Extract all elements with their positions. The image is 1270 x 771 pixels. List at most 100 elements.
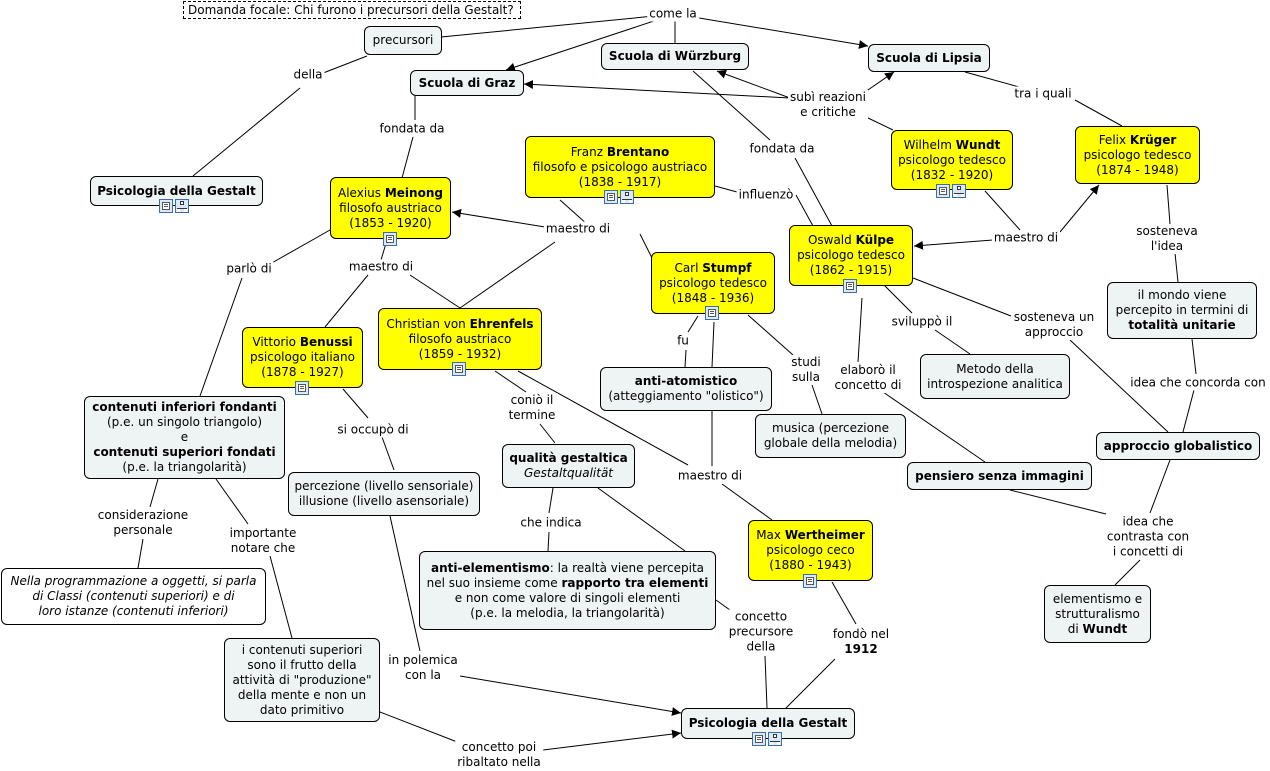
kulpe-surname: Külpe — [855, 233, 895, 247]
concept-map-icon[interactable] — [620, 190, 634, 204]
elementismo-line2: strutturalismo — [1055, 606, 1140, 621]
node-musica[interactable]: musica (percezione globale della melodia… — [755, 414, 906, 458]
antielem-bold1: anti-elementismo — [430, 560, 550, 575]
brentano-dates: (1838 - 1917) — [578, 174, 662, 189]
node-anti-atomistico[interactable]: anti-atomistico (atteggiamento "olistico… — [600, 367, 772, 411]
label-maestro-di-meinong: maestro di — [346, 259, 416, 275]
label-considerazione-personale: considerazione personale — [95, 508, 191, 538]
brentano-surname: Brentano — [606, 144, 670, 159]
label-fu: fu — [675, 333, 691, 349]
node-precursori-label: precursori — [372, 33, 434, 47]
document-icon[interactable] — [452, 362, 466, 376]
kruger-surname: Krüger — [1129, 132, 1177, 147]
label-importante-line2: notare che — [230, 541, 296, 555]
node-contenuti[interactable]: contenuti inferiori fondanti (p.e. un si… — [84, 396, 285, 479]
node-programmazione[interactable]: Nella programmazione a oggetti, si parla… — [1, 568, 266, 625]
elementismo-wundt: Wundt — [1082, 621, 1128, 636]
label-fondata-da-wurzburg: fondata da — [747, 141, 817, 157]
brentano-role: filosofo e psicologo austriaco — [532, 159, 708, 174]
label-che-indica: che indica — [518, 515, 584, 531]
kruger-role: psicologo tedesco — [1083, 147, 1192, 162]
node-anti-elementismo[interactable]: anti-elementismo: la realtà viene percep… — [419, 551, 716, 630]
document-icon[interactable] — [843, 279, 857, 293]
node-approccio-globalistico[interactable]: approccio globalistico — [1096, 432, 1260, 460]
pensiero-label: pensiero senza immagini — [915, 468, 1084, 483]
label-ribaltato-line1: concetto poi — [461, 740, 537, 754]
node-ehrenfels[interactable]: Christian von Ehrenfels filosofo austria… — [378, 308, 542, 370]
label-conio-line2: termine — [508, 408, 556, 422]
gestalt-top-icons — [159, 199, 189, 213]
document-icon[interactable] — [383, 232, 397, 246]
percezione-line1: percezione (livello sensoriale) — [294, 479, 474, 493]
node-metodo[interactable]: Metodo della introspezione analitica — [920, 354, 1070, 399]
node-precursori[interactable]: precursori — [364, 26, 442, 55]
document-icon[interactable] — [604, 190, 618, 204]
superiori-line4: della mente e non un — [237, 687, 367, 702]
antielem-line1: anti-elementismo: la realtà viene percep… — [431, 561, 704, 576]
node-qualita-gestaltica[interactable]: qualità gestaltica Gestaltqualität — [502, 444, 635, 488]
node-mondo-percepito[interactable]: il mondo viene percepito in termini di t… — [1107, 282, 1257, 339]
node-kulpe[interactable]: Oswald Külpe psicologo tedesco (1862 - 1… — [789, 225, 913, 286]
superiori-line3: attività di "produzione" — [232, 672, 372, 687]
label-parlo-di: parlò di — [224, 261, 274, 277]
node-benussi-name: Vittorio Benussi — [252, 335, 352, 350]
label-polemica-line1: in polemica — [388, 653, 458, 667]
label-fondo-nel: fondò nel 1912 — [830, 627, 892, 657]
contenuti-line3: e — [180, 430, 189, 444]
antiatom-line1: anti-atomistico — [634, 374, 738, 388]
node-scuola-graz[interactable]: Scuola di Graz — [410, 70, 524, 96]
concept-map-icon[interactable] — [952, 184, 966, 198]
document-icon[interactable] — [803, 574, 817, 588]
node-percezione[interactable]: percezione (livello sensoriale) illusion… — [288, 472, 480, 516]
label-fondo-line1: fondò nel — [832, 627, 890, 641]
wertheimer-icons — [803, 574, 817, 588]
meinong-surname: Meinong — [384, 185, 443, 200]
contenuti-line2: (p.e. un singolo triangolo) — [106, 415, 263, 429]
label-considerazione-line2: personale — [113, 523, 173, 537]
ehrenfels-dates: (1859 - 1932) — [418, 346, 502, 361]
node-wertheimer-name: Max Wertheimer — [756, 528, 865, 543]
contenuti-line4: contenuti superiori fondati — [93, 445, 276, 459]
node-benussi[interactable]: Vittorio Benussi psicologo italiano (187… — [242, 327, 363, 388]
brentano-first-name: Franz — [570, 144, 607, 159]
concept-map-icon[interactable] — [768, 732, 782, 746]
label-elaboro-line1: elaborò il — [840, 363, 896, 377]
node-meinong[interactable]: Alexius Meinong filosofo austriaco (1853… — [330, 177, 451, 239]
node-wertheimer[interactable]: Max Wertheimer psicologo ceco (1880 - 19… — [748, 520, 873, 581]
node-scuola-lipsia[interactable]: Scuola di Lipsia — [868, 44, 990, 72]
node-scuola-wurzburg[interactable]: Scuola di Würzburg — [601, 43, 749, 70]
document-icon[interactable] — [295, 381, 309, 395]
document-icon[interactable] — [159, 199, 173, 213]
label-studi-line1: studi — [791, 355, 821, 369]
node-pensiero-senza-immagini[interactable]: pensiero senza immagini — [907, 462, 1092, 490]
document-icon[interactable] — [752, 732, 766, 746]
node-kruger[interactable]: Felix Krüger psicologo tedesco (1874 - 1… — [1075, 126, 1200, 184]
superiori-line1: i contenuti superiori — [241, 642, 363, 657]
label-elaboro: elaborò il concetto di — [832, 363, 904, 393]
contenuti-line5: (p.e. la triangolarità) — [122, 460, 247, 474]
antielem-line4: (p.e. la melodia, la triangolarità) — [470, 605, 665, 620]
antielem-text1: : la realtà viene percepita — [549, 560, 705, 575]
wundt-icons — [936, 184, 966, 198]
wundt-dates: (1832 - 1920) — [910, 167, 994, 182]
concept-map-icon[interactable] — [175, 199, 189, 213]
metodo-line2: introspezione analitica — [927, 376, 1063, 391]
node-elementismo[interactable]: elementismo e strutturalismo di Wundt — [1044, 585, 1151, 643]
stumpf-dates: (1848 - 1936) — [671, 290, 755, 305]
antielem-bold2: rapporto tra elementi — [561, 575, 709, 590]
document-icon[interactable] — [936, 184, 950, 198]
document-icon[interactable] — [705, 306, 719, 320]
node-contenuti-superiori[interactable]: i contenuti superiori sono il frutto del… — [224, 638, 380, 722]
benussi-dates: (1878 - 1927) — [261, 365, 344, 379]
node-scuola-lipsia-label: Scuola di Lipsia — [876, 50, 982, 65]
label-concetto-precursore: concetto precursore della — [726, 609, 796, 655]
benussi-role: psicologo italiano — [250, 350, 355, 364]
antielem-line2: nel suo insieme come rapporto tra elemen… — [427, 576, 709, 591]
node-stumpf[interactable]: Carl Stumpf psicologo tedesco (1848 - 19… — [651, 252, 775, 314]
node-brentano[interactable]: Franz Brentano filosofo e psicologo aust… — [525, 136, 715, 198]
elementismo-di: di — [1067, 621, 1083, 636]
label-in-polemica: in polemica con la — [386, 653, 460, 683]
stumpf-surname: Stumpf — [702, 260, 752, 275]
node-wundt[interactable]: Wilhelm Wundt psicologo tedesco (1832 - … — [891, 130, 1013, 190]
